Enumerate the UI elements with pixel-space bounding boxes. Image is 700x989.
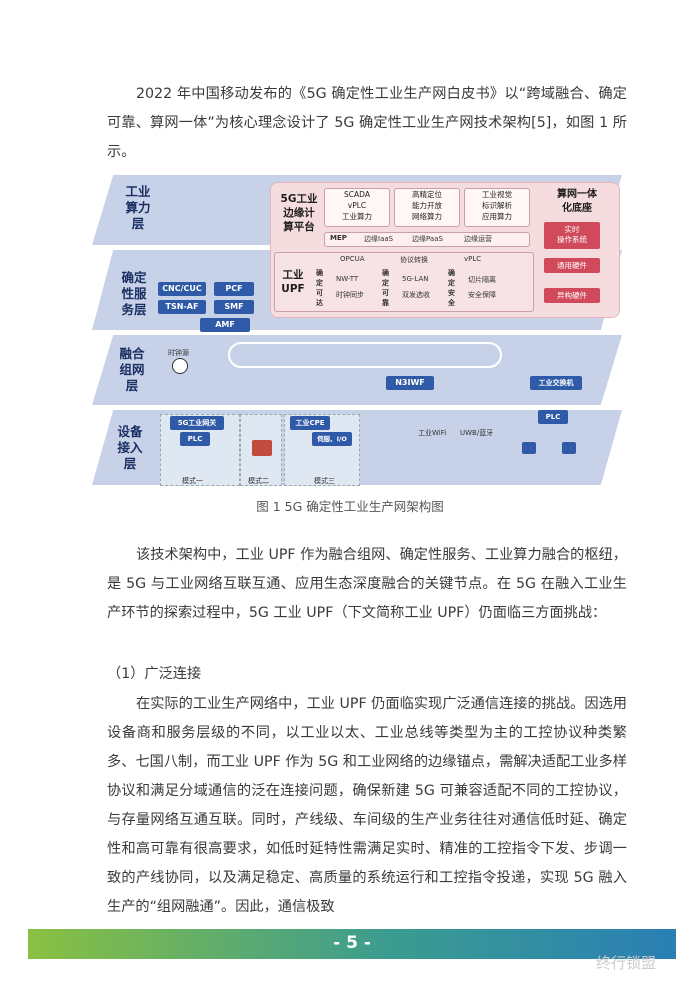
edge-iaas-label: 边缘IaaS xyxy=(364,235,394,243)
network-ring xyxy=(228,342,502,368)
hetero-hw-box: 异构硬件 xyxy=(544,288,600,303)
clock-source-label: 时钟源 xyxy=(168,349,189,357)
upf-security: 安全保障 xyxy=(468,291,496,299)
wifi-label: 工业WiFi xyxy=(418,429,447,437)
cnc-node: CNC/CUC xyxy=(158,282,206,296)
footer-bar: - 5 - xyxy=(28,929,676,959)
layer-label-service: 确定 性服 务层 xyxy=(121,270,147,317)
gw-node: 5G工业网关 xyxy=(170,416,224,430)
motor-icon xyxy=(562,442,576,454)
plc-node-2: PLC xyxy=(538,410,568,424)
paragraph-intro: 2022 年中国移动发布的《5G 确定性工业生产网白皮书》以“跨域融合、确定可靠… xyxy=(107,86,627,160)
plc-node-1: PLC xyxy=(180,432,210,446)
upf-title: 工业 UPF xyxy=(281,269,305,295)
upf-5glan: 5G-LAN xyxy=(402,275,429,283)
pcf-node: PCF xyxy=(214,282,254,296)
page-number: - 5 - xyxy=(333,933,371,953)
general-hw-box: 通用硬件 xyxy=(544,258,600,273)
uwb-label: UWB/蓝牙 xyxy=(460,429,494,437)
upf-clock-sync: 时钟同步 xyxy=(336,291,364,299)
cpe-node: 工业CPE xyxy=(290,416,330,430)
paragraph-architecture: 该技术架构中，工业 UPF 作为融合组网、确定性服务、工业算力融合的枢纽，是 5… xyxy=(107,547,627,621)
smf-node: SMF xyxy=(214,300,254,314)
architecture-figure: 工业 算力 层 确定 性服 务层 融合 组网 层 设备 接入 层 5G工业 边缘… xyxy=(92,170,622,490)
edge-ops-label: 边缘运营 xyxy=(464,235,492,243)
edge-box-network: 高精定位 能力开放 网络算力 xyxy=(394,188,460,227)
n3iwf-node: N3IWF xyxy=(386,376,434,390)
tsn-node: TSN-AF xyxy=(158,300,206,314)
edge-platform-title: 5G工业 边缘计 算平台 xyxy=(280,193,318,233)
upf-vplc: vPLC xyxy=(464,255,482,263)
clock-icon xyxy=(172,358,188,374)
watermark: 终行锁盟 xyxy=(596,954,657,972)
mep-bar xyxy=(324,232,530,247)
paragraph-connection: 在实际的工业生产网络中，工业 UPF 仍面临实现广泛通信连接的挑战。因选用设备商… xyxy=(107,696,627,915)
mode1-label: 模式一 xyxy=(182,477,203,485)
robot-icon xyxy=(522,442,536,454)
upf-box xyxy=(274,252,534,312)
edge-paas-label: 边缘PaaS xyxy=(412,235,443,243)
edge-box-industrial: SCADA vPLC 工业算力 xyxy=(324,188,390,227)
upf-opcua: OPCUA xyxy=(340,255,365,263)
layer-label-access: 设备 接入 层 xyxy=(117,424,143,471)
right-panel-title: 算网一体 化底座 xyxy=(557,189,597,214)
upf-tag-reach: 确定可达 xyxy=(316,269,323,307)
layer-label-network: 融合 组网 层 xyxy=(119,346,145,393)
industrial-switch-node: 工业交换机 xyxy=(530,376,582,390)
layer-label-compute: 工业 算力 层 xyxy=(125,184,151,231)
upf-tag-reliable: 确定可靠 xyxy=(382,269,389,307)
upf-dual: 双发选收 xyxy=(402,291,430,299)
rt-os-box: 实时 操作系统 xyxy=(544,222,600,249)
mode3-label: 模式三 xyxy=(314,477,335,485)
mode2-label: 模式二 xyxy=(248,477,269,485)
section-heading: （1）广泛连接 xyxy=(107,666,202,682)
edge-box-application: 工业视觉 标识解析 应用算力 xyxy=(464,188,530,227)
upf-protocol: 协议转换 xyxy=(400,256,428,264)
upf-tag-secure: 确定安全 xyxy=(448,269,455,307)
upf-nwtt: NW-TT xyxy=(336,275,359,283)
figure-caption: 图 1 5G 确定性工业生产网架构图 xyxy=(256,499,444,514)
upf-slice: 切片隔离 xyxy=(468,276,496,284)
mep-label: MEP xyxy=(330,234,347,242)
device-icon-mode2 xyxy=(252,440,272,456)
servo-node: 伺服、I/O xyxy=(312,432,352,446)
amf-node: AMF xyxy=(200,318,250,332)
